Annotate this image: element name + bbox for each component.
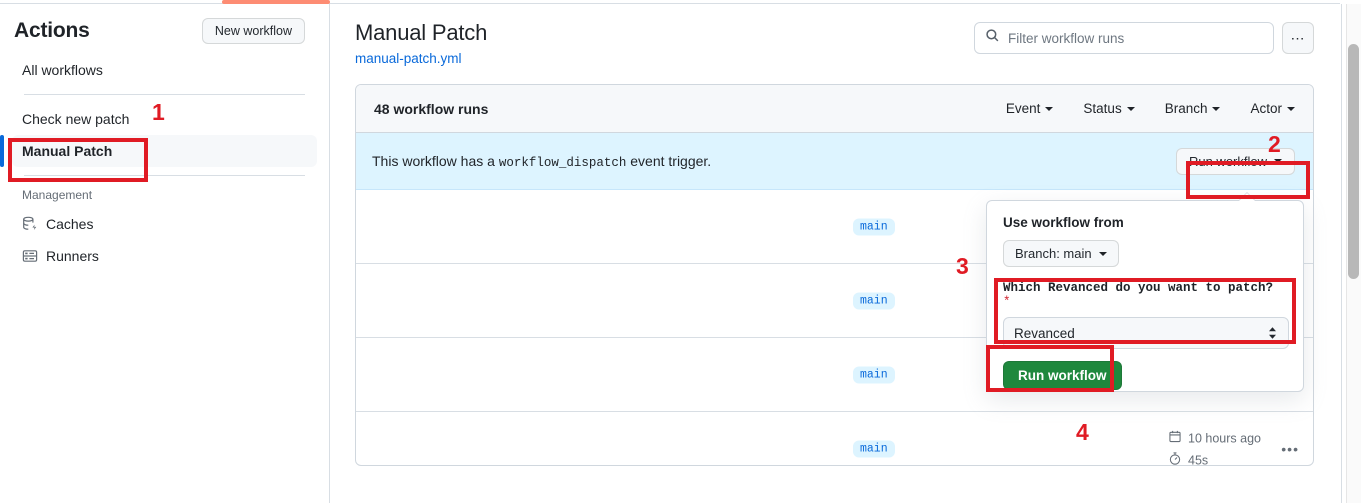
chevron-down-icon xyxy=(1287,106,1295,111)
main-header: Manual Patch manual-patch.yml Filter wor… xyxy=(355,18,1314,66)
chevron-down-icon xyxy=(1212,106,1221,111)
table-row[interactable]: main xyxy=(356,190,1313,264)
workflow-title: Manual Patch xyxy=(355,20,488,45)
sidebar-divider-1 xyxy=(24,94,305,95)
branch-badge[interactable]: main xyxy=(853,218,895,235)
sidebar-item-runners[interactable]: Runners xyxy=(12,240,317,272)
input-field-label-text: Which Revanced do you want to patch? xyxy=(1003,281,1274,295)
chevron-down-icon xyxy=(1126,106,1135,111)
stepper-icon xyxy=(1267,326,1278,340)
table-row[interactable]: main xyxy=(356,264,1313,338)
sidebar-item-label: Caches xyxy=(46,216,94,232)
sidebar-item-manual-patch[interactable]: Manual Patch xyxy=(0,135,317,167)
title-block: Manual Patch manual-patch.yml xyxy=(355,18,487,66)
page-title: Actions xyxy=(14,19,90,42)
submit-run-workflow-button[interactable]: Run workflow xyxy=(1003,361,1122,390)
run-duration-text: 45s xyxy=(1188,453,1209,466)
chevron-down-icon xyxy=(1045,106,1054,111)
chevron-down-icon xyxy=(1098,251,1107,256)
sidebar-item-label: Check new patch xyxy=(22,111,130,127)
branch-badge[interactable]: main xyxy=(853,440,895,458)
sidebar-section-management: Management xyxy=(22,188,93,202)
workflow-file-link[interactable]: manual-patch.yml xyxy=(355,51,462,66)
calendar-icon xyxy=(1168,430,1182,447)
search-icon xyxy=(985,28,1000,48)
sidebar-item-label: Manual Patch xyxy=(22,143,113,159)
row-meta: 10 hours ago 45s xyxy=(1168,430,1261,466)
runs-count-label: 48 workflow runs xyxy=(374,100,489,117)
sidebar-item-check-new-patch[interactable]: Check new patch xyxy=(12,103,317,135)
sidebar-item-label: All workflows xyxy=(22,62,103,78)
run-workflow-button-label: Run workflow xyxy=(1188,153,1267,169)
run-duration: 45s xyxy=(1168,452,1209,466)
input-field-label: Which Revanced do you want to patch? * xyxy=(1003,281,1287,309)
workflow-dispatch-banner: This workflow has a workflow_dispatch ev… xyxy=(356,133,1313,190)
sidebar-item-all-workflows[interactable]: All workflows xyxy=(12,54,317,86)
filter-label: Branch xyxy=(1164,101,1208,116)
active-tab-indicator xyxy=(222,0,330,4)
chevron-down-icon xyxy=(1274,159,1282,163)
filter-label: Event xyxy=(1005,101,1041,116)
use-workflow-from-label: Use workflow from xyxy=(1003,215,1124,230)
filter-actor[interactable]: Actor xyxy=(1250,101,1295,116)
kebab-icon: ⋯ xyxy=(1290,30,1306,46)
required-marker: * xyxy=(1003,295,1011,309)
sidebar-item-label: Runners xyxy=(46,248,99,264)
new-workflow-button[interactable]: New workflow xyxy=(201,18,305,44)
search-input[interactable]: Filter workflow runs xyxy=(974,22,1274,54)
runs-panel-header: 48 workflow runs Event Status Branch xyxy=(356,85,1313,133)
revanced-select[interactable]: Revanced xyxy=(1003,317,1289,349)
top-divider xyxy=(0,3,1340,4)
dispatch-event-code: workflow_dispatch xyxy=(498,155,627,170)
revanced-select-value: Revanced xyxy=(1014,325,1075,341)
row-overflow-menu-button[interactable]: ••• xyxy=(1281,441,1299,457)
database-lightning-icon xyxy=(22,216,38,232)
sidebar-item-caches[interactable]: Caches xyxy=(12,208,317,240)
branch-select-label: Branch: main xyxy=(1015,246,1092,261)
filter-label: Actor xyxy=(1250,101,1282,116)
sidebar: Actions New workflow All workflows Check… xyxy=(0,4,330,503)
filter-branch[interactable]: Branch xyxy=(1165,101,1221,116)
dispatch-text-before: This workflow has a xyxy=(372,152,495,169)
run-workflow-dropdown-button[interactable]: Run workflow xyxy=(1175,147,1295,175)
dispatch-banner-text: This workflow has a workflow_dispatch ev… xyxy=(372,153,711,170)
filter-label: Status xyxy=(1083,101,1122,116)
run-date: 10 hours ago xyxy=(1168,430,1261,447)
sidebar-header: Actions New workflow xyxy=(0,4,329,54)
stopwatch-icon xyxy=(1168,452,1182,466)
header-overflow-menu-button[interactable]: ⋯ xyxy=(1282,22,1314,54)
dispatch-text-after: event trigger. xyxy=(630,152,712,169)
branch-badge[interactable]: main xyxy=(853,292,895,309)
branch-badge[interactable]: main xyxy=(853,366,895,383)
search-placeholder-text: Filter workflow runs xyxy=(1008,30,1125,46)
filter-event[interactable]: Event xyxy=(1006,101,1054,116)
header-actions: Filter workflow runs ⋯ xyxy=(974,22,1314,54)
run-workflow-popover: Use workflow from Branch: main Which Rev… xyxy=(986,200,1304,392)
runs-filters: Event Status Branch Actor xyxy=(1006,101,1295,116)
server-rack-icon xyxy=(22,248,38,264)
branch-select-button[interactable]: Branch: main xyxy=(1003,240,1119,267)
page-scrollbar[interactable] xyxy=(1346,4,1361,503)
run-date-text: 10 hours ago xyxy=(1188,431,1261,445)
sidebar-nav: All workflows Check new patch Manual Pat… xyxy=(0,54,329,272)
table-row[interactable]: main 10 hours ago xyxy=(356,412,1313,466)
scrollbar-thumb[interactable] xyxy=(1348,44,1359,279)
filter-status[interactable]: Status xyxy=(1083,101,1135,116)
sidebar-divider-2 xyxy=(24,175,305,176)
content-right-edge xyxy=(1341,4,1342,503)
